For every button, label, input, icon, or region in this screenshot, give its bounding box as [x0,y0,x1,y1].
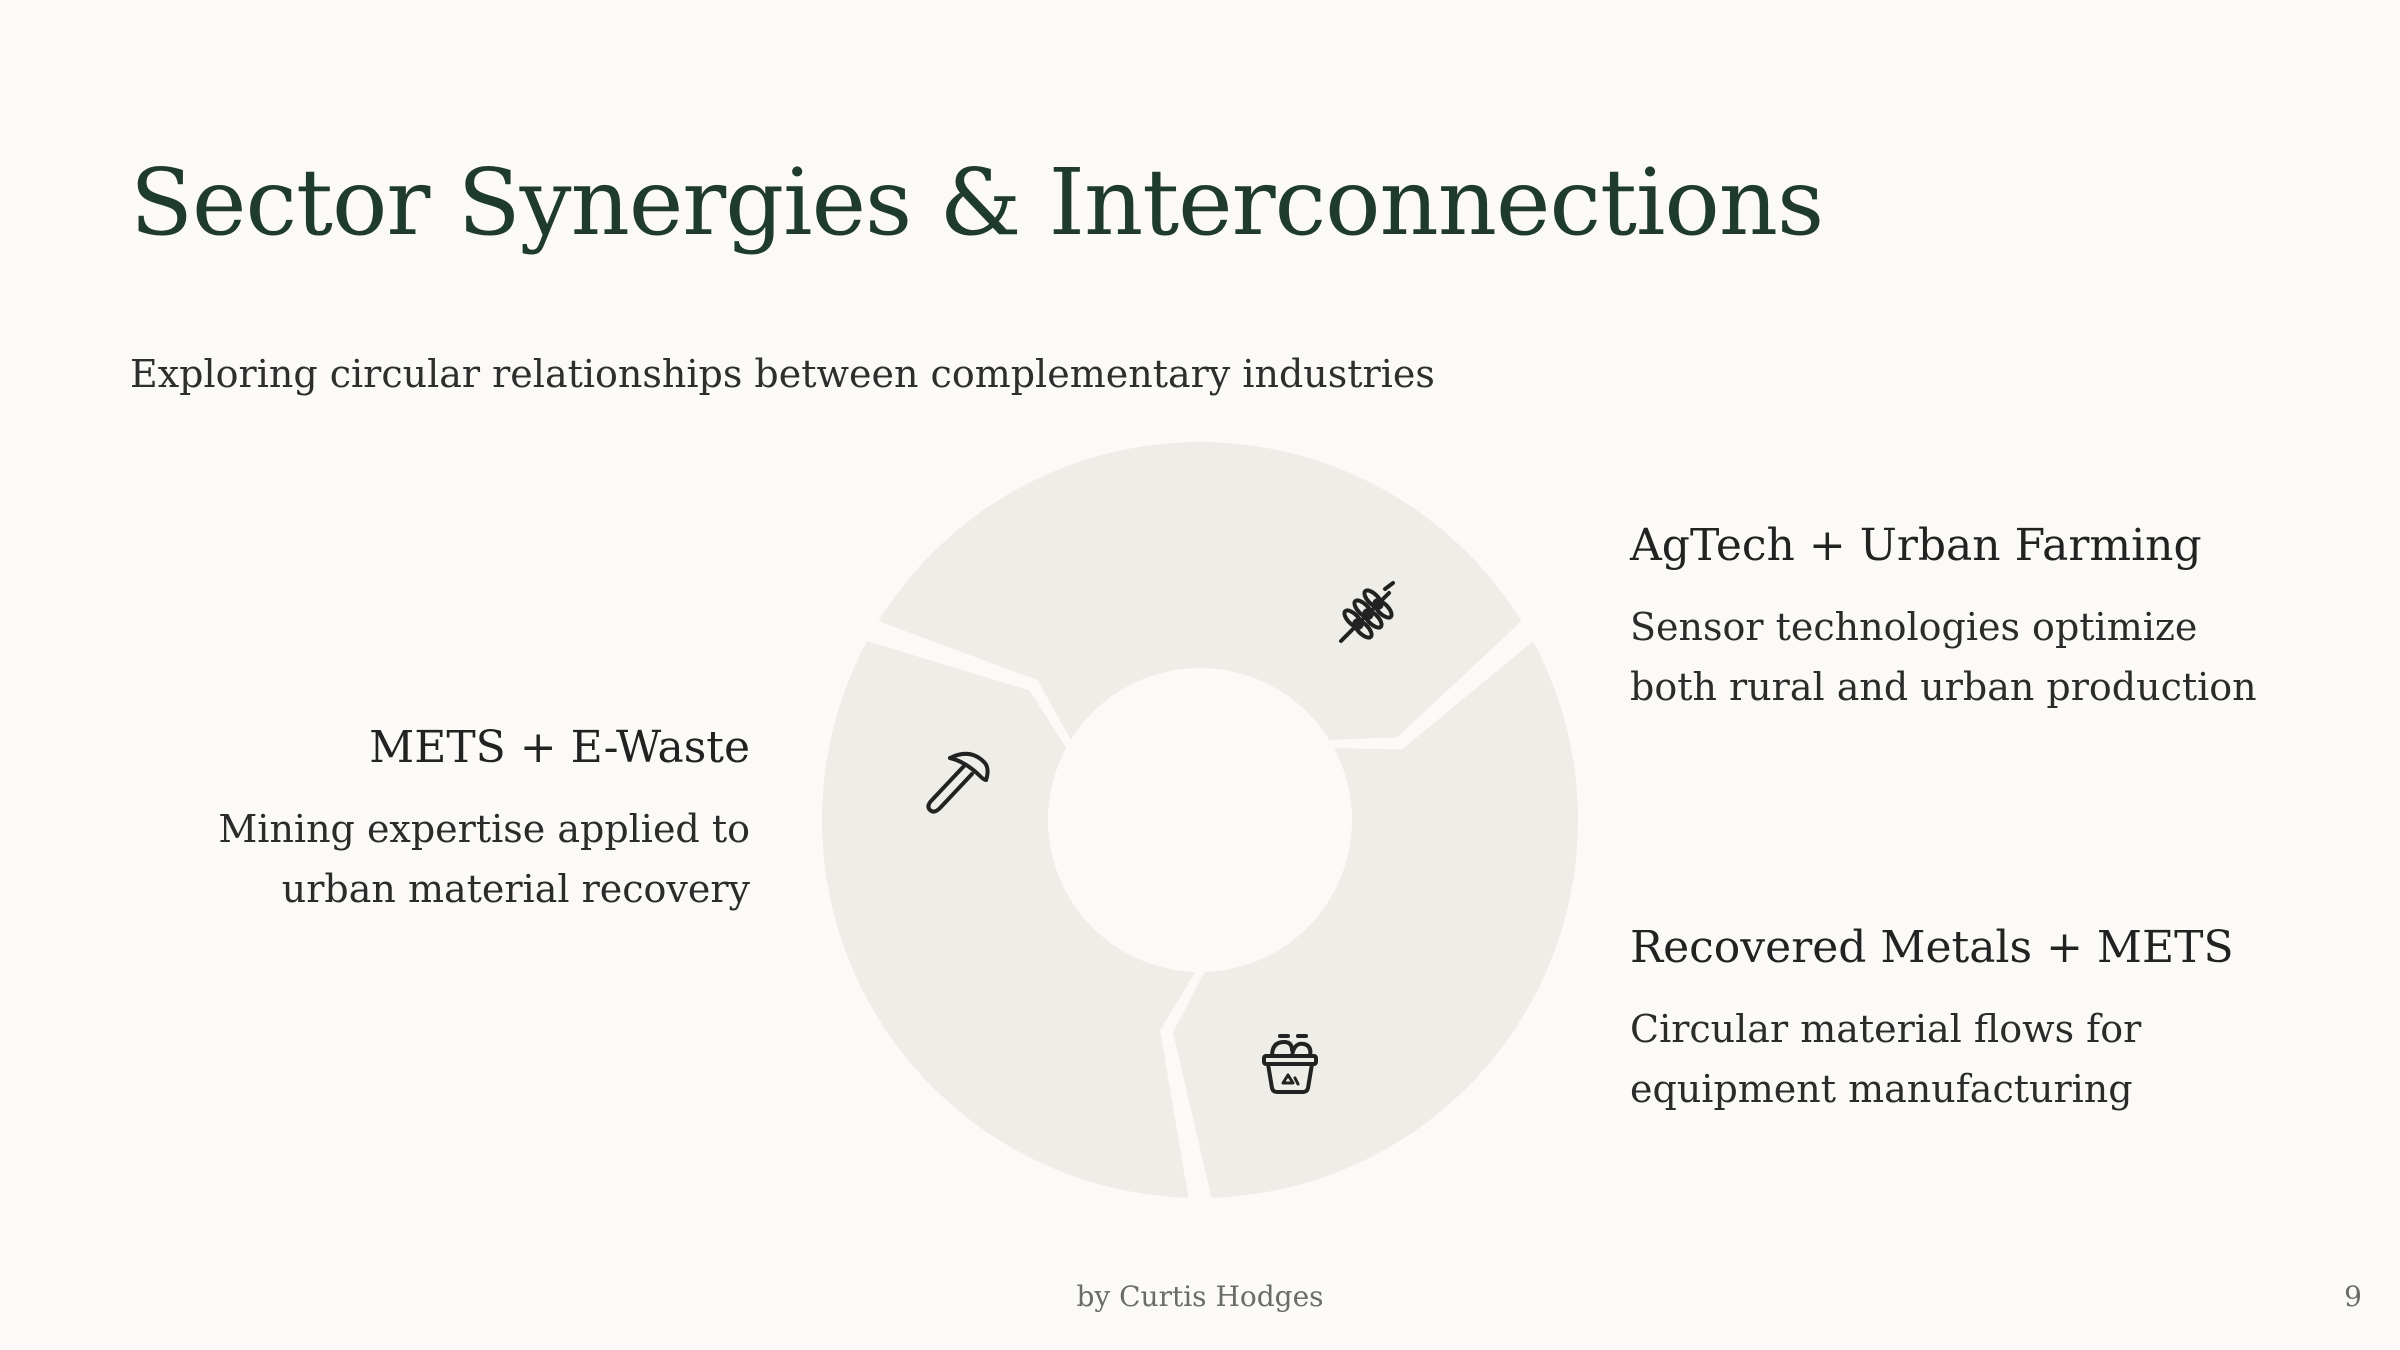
pickaxe-icon [926,751,990,814]
recycling-bin-icon [1262,1034,1318,1094]
slide-subtitle: Exploring circular relationships between… [130,352,1435,396]
callout-agtech-urban-farming: AgTech + Urban Farming Sensor technologi… [1630,518,2270,717]
segment-mets [822,641,1196,1198]
callout-title: Recovered Metals + METS [1630,922,2234,973]
wheat-icon [1339,581,1395,643]
segment-recovered-metals [1172,641,1578,1198]
callout-title: AgTech + Urban Farming [1630,520,2202,571]
footer-author: by Curtis Hodges [1076,1280,1324,1313]
cycle-segments [822,442,1578,1198]
callout-recovered-metals-mets: Recovered Metals + METS Circular materia… [1630,920,2270,1119]
callout-description: Sensor technologies optimize both rural … [1630,605,2257,709]
callout-title: METS + E-Waste [369,722,750,773]
callout-mets-e-waste: METS + E-Waste Mining expertise applied … [110,720,750,919]
callout-description: Circular material flows for equipment ma… [1630,1007,2142,1111]
segment-agtech [878,442,1522,741]
page-number: 9 [2344,1280,2362,1313]
slide-title: Sector Synergies & Interconnections [130,149,1824,256]
callout-description: Mining expertise applied to urban materi… [218,807,750,911]
cycle-diagram [822,442,1578,1198]
